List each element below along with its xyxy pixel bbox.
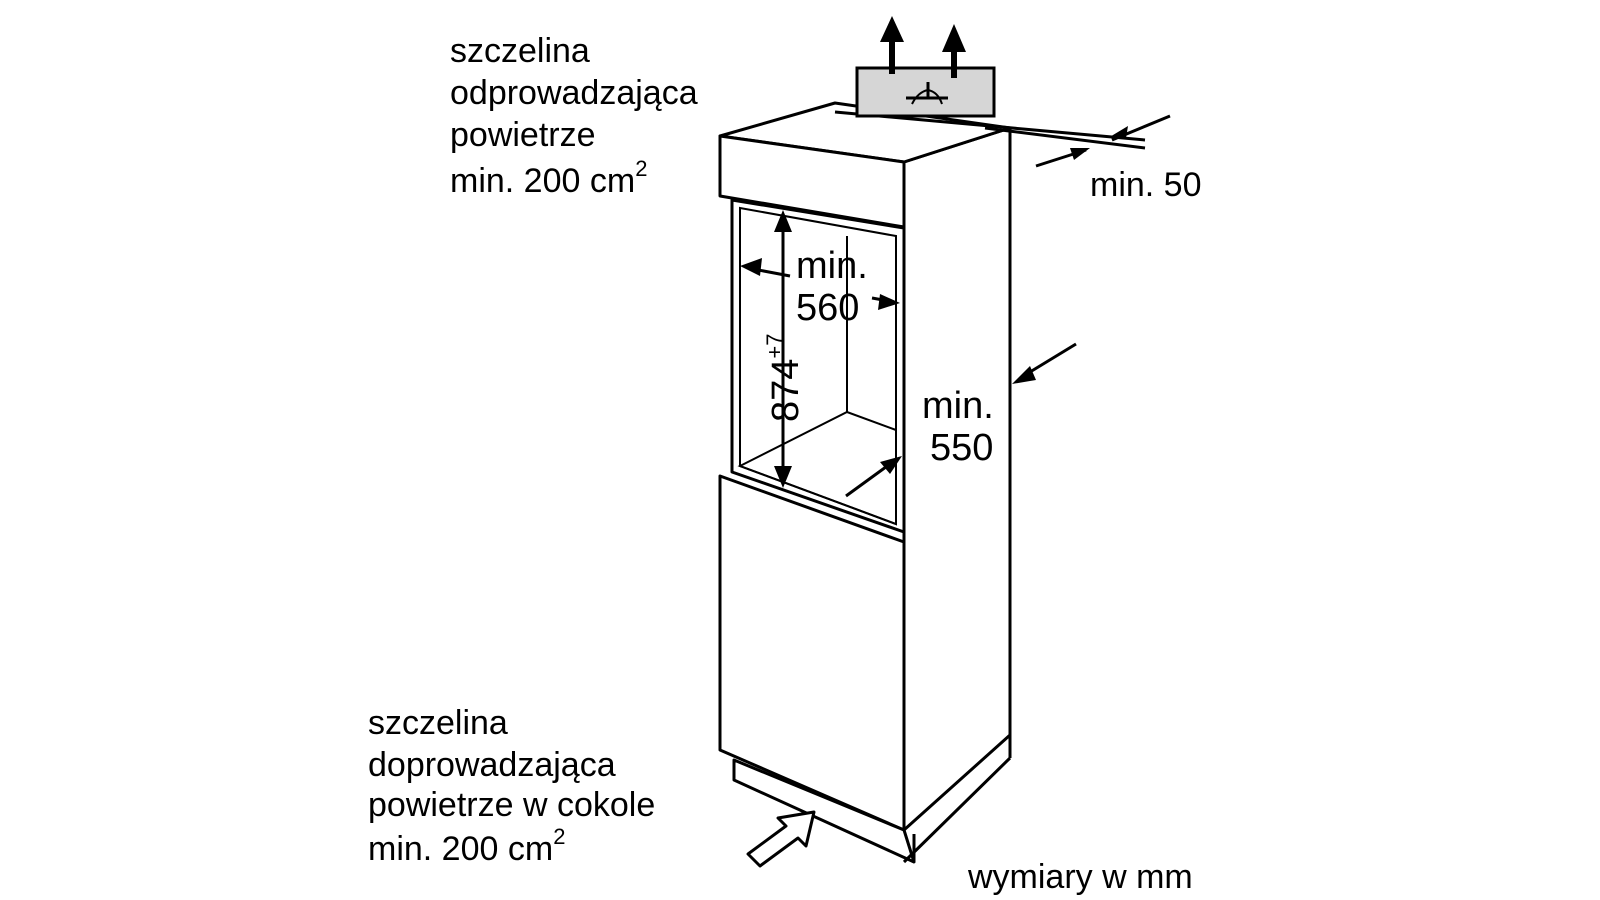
exhaust-label-superscript: 2 (635, 156, 647, 181)
intake-label-superscript: 2 (553, 824, 565, 849)
intake-label-line: doprowadzająca (368, 746, 616, 784)
airflow-in-arrow (746, 810, 816, 868)
niche-floor (737, 410, 897, 526)
height-label-main: 874 (765, 359, 807, 422)
exhaust-vent (855, 66, 996, 118)
top-gap-label: min. 50 (1090, 166, 1202, 204)
top-gap-dimension (1035, 114, 1171, 168)
width-label: min. 560 (796, 245, 878, 329)
exhaust-label-line: powietrze (450, 116, 596, 154)
vent-panel (855, 66, 996, 118)
depth-label-line: 550 (930, 427, 993, 469)
intake-label-line: min. 200 cm (368, 830, 553, 868)
airflow-up-arrow (880, 16, 904, 74)
height-label-tolerance: +7 (762, 334, 787, 359)
depth-label: min. 550 (922, 385, 1004, 469)
intake-label-line: szczelina (368, 704, 508, 742)
exhaust-label: szczelina odprowadzająca powietrze min. … (450, 32, 707, 200)
vent-fan-symbol (906, 82, 948, 105)
intake-label: szczelina doprowadzająca powietrze w cok… (368, 704, 665, 868)
exhaust-label-line: odprowadzająca (450, 74, 698, 112)
height-label: 874+7 (762, 334, 807, 423)
cabinet-side-panel (902, 126, 1012, 832)
intake-label-line: powietrze w cokole (368, 786, 655, 824)
exhaust-label-line: szczelina (450, 32, 590, 70)
width-label-line: min. (796, 245, 868, 287)
height-dimension (774, 210, 792, 488)
plinth-bottom (902, 756, 1012, 864)
top-plate-line-lower (984, 126, 1146, 150)
exhaust-label-line: min. 200 cm (450, 162, 635, 200)
width-label-line: 560 (796, 287, 859, 329)
airflow-up-arrow (942, 24, 966, 78)
units-label: wymiary w mm (967, 858, 1193, 896)
cabinet (718, 101, 1146, 864)
depth-dimension (845, 342, 1077, 498)
depth-label-line: min. (922, 385, 994, 427)
